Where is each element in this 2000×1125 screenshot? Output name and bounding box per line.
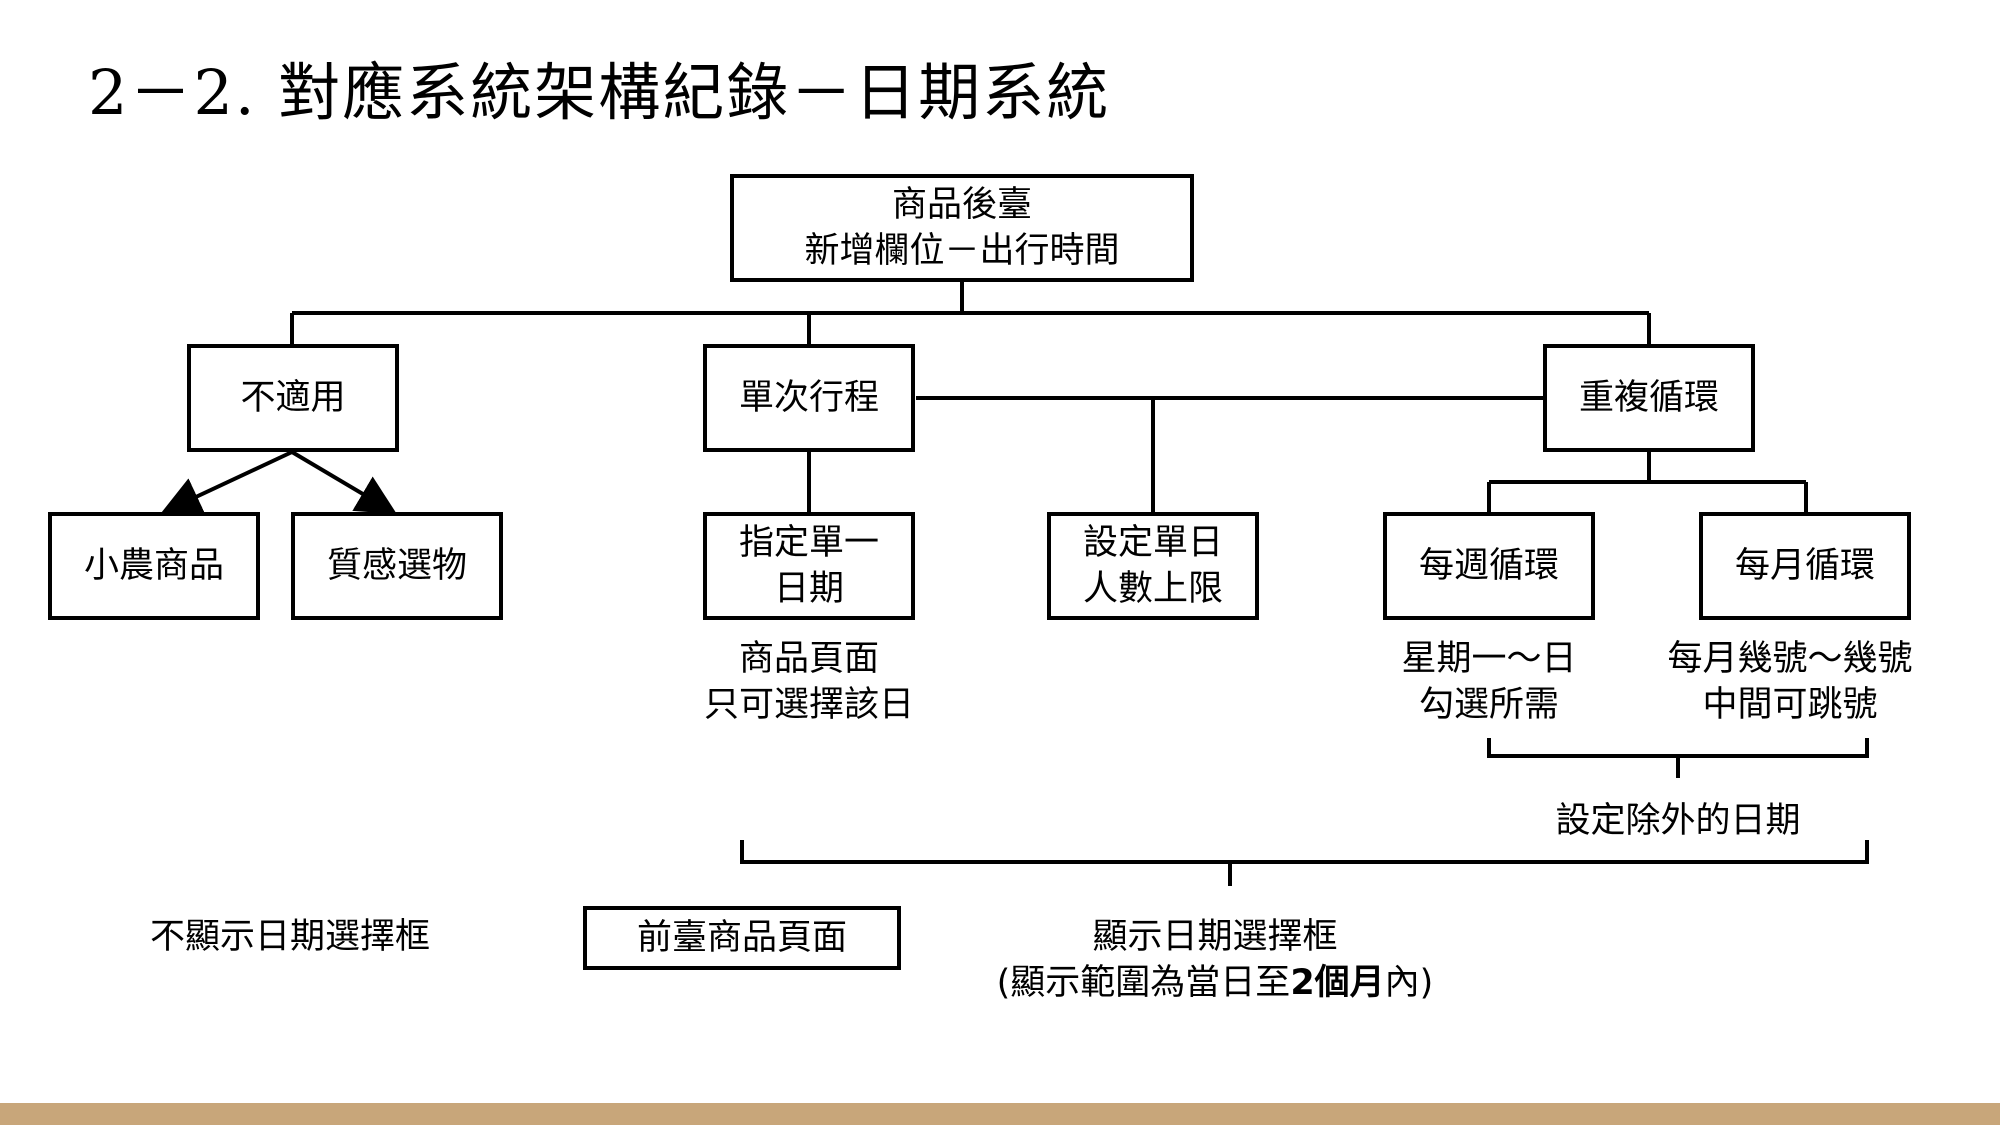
- single-date-note-line-2: 只可選擇該日: [703, 685, 914, 725]
- date-range-bold: 2個月: [1290, 963, 1385, 1003]
- monthly-cycle-label: 每月循環: [1734, 546, 1875, 586]
- daily-limit-line-1: 設定單日: [1082, 523, 1223, 563]
- monthly-cycle-box: 每月循環: [1699, 512, 1911, 620]
- show-date-picker-note: 顯示日期選擇框 (顯示範圍為當日至2個月內): [900, 914, 1530, 1006]
- daily-limit-box: 設定單日 人數上限: [1047, 512, 1259, 620]
- exclude-dates-note: 設定除外的日期: [1555, 801, 1801, 841]
- root-line-2: 新增欄位－出行時間: [804, 231, 1120, 271]
- daily-limit-line-2: 人數上限: [1082, 569, 1223, 609]
- no-date-picker-note: 不顯示日期選擇框: [149, 917, 430, 957]
- texture-gift-box: 質感選物: [291, 512, 503, 620]
- arrow-to-small-farm: [160, 450, 293, 515]
- single-trip-label: 單次行程: [738, 378, 879, 418]
- big-brace: [740, 840, 1869, 864]
- weekly-note-line-1: 星期一～日: [1401, 639, 1577, 679]
- weekly-note-line-2: 勾選所需: [1418, 685, 1559, 725]
- arrow-to-texture-gift: [290, 450, 397, 515]
- repeat-cycle-box: 重複循環: [1543, 344, 1755, 452]
- not-applicable-box: 不適用: [187, 344, 399, 452]
- frontend-page-box: 前臺商品頁面: [583, 906, 901, 970]
- small-brace: [1487, 738, 1869, 758]
- root-box: 商品後臺 新增欄位－出行時間: [730, 174, 1194, 282]
- not-applicable-label: 不適用: [240, 378, 346, 418]
- root-line-1: 商品後臺: [891, 185, 1032, 225]
- weekly-cycle-box: 每週循環: [1383, 512, 1595, 620]
- small-farm-box: 小農商品: [48, 512, 260, 620]
- show-date-picker-line: 顯示日期選擇框: [1092, 917, 1338, 957]
- small-farm-label: 小農商品: [83, 546, 224, 586]
- specify-line-2: 日期: [773, 569, 844, 609]
- monthly-note-line-1: 每月幾號～幾號: [1667, 639, 1913, 679]
- repeat-cycle-label: 重複循環: [1578, 378, 1719, 418]
- date-range-prefix: (顯示範圍為當日至: [996, 963, 1291, 1003]
- weekly-cycle-label: 每週循環: [1418, 546, 1559, 586]
- single-date-note: 商品頁面 只可選擇該日: [659, 636, 959, 728]
- specify-line-1: 指定單一: [738, 523, 879, 563]
- monthly-note-line-2: 中間可跳號: [1702, 685, 1878, 725]
- monthly-note: 每月幾號～幾號 中間可跳號: [1640, 636, 1940, 728]
- specify-single-date-box: 指定單一 日期: [703, 512, 915, 620]
- weekly-note: 星期一～日 勾選所需: [1339, 636, 1639, 728]
- single-trip-box: 單次行程: [703, 344, 915, 452]
- slide-title: 2－2. 對應系統架構紀錄－日期系統: [88, 56, 1111, 129]
- date-range-suffix: 內): [1384, 963, 1434, 1003]
- frontend-page-label: 前臺商品頁面: [636, 918, 847, 958]
- bottom-bar: [0, 1103, 2000, 1125]
- single-date-note-line-1: 商品頁面: [738, 639, 879, 679]
- texture-gift-label: 質感選物: [326, 546, 467, 586]
- date-range-line: (顯示範圍為當日至2個月內): [900, 960, 1530, 1006]
